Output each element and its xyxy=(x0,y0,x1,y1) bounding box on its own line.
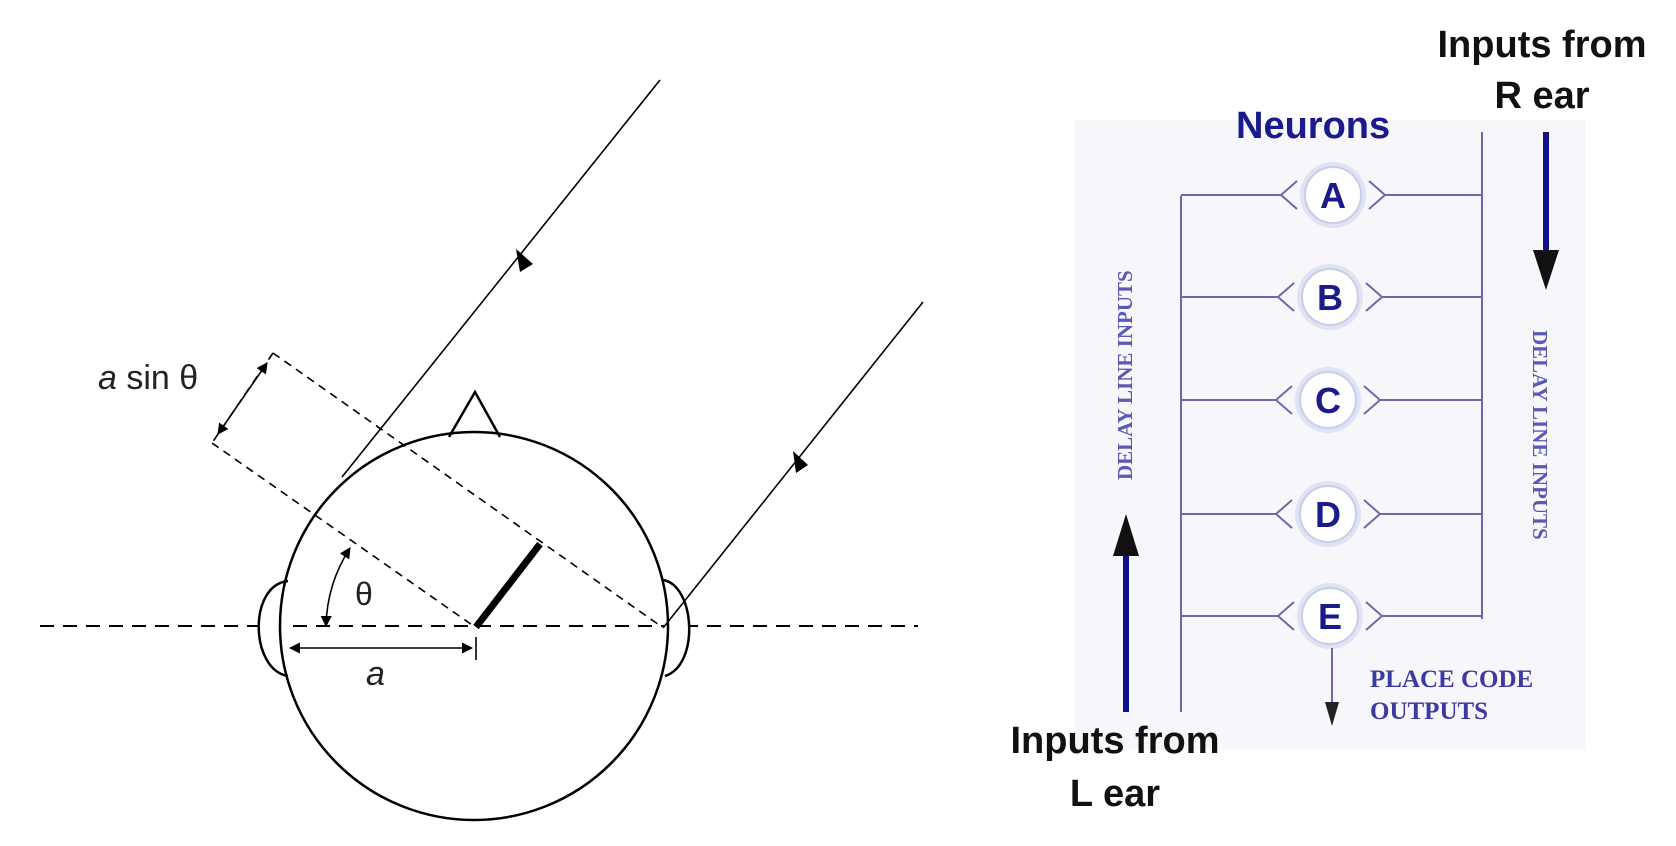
inputs-r-ear-line1: Inputs from xyxy=(1438,24,1647,66)
neuron-body xyxy=(1304,166,1362,224)
neuron-right-dendrite xyxy=(1365,601,1384,631)
theta-arc xyxy=(320,547,351,628)
place-code-output-arrowhead xyxy=(1325,702,1339,726)
neuron-left-dendrite xyxy=(1276,282,1295,312)
jeffress-model-figure: A B C D E DELAY LINE INPUTS DELAY LINE INPUT… xyxy=(1011,24,1647,815)
theta-label: θ xyxy=(355,576,373,612)
inputs-l-ear-line1: Inputs from xyxy=(1011,720,1220,762)
neuron-left-dendrite xyxy=(1274,385,1293,415)
sound-ray-right-arrowhead xyxy=(793,451,808,473)
sound-ray-left xyxy=(341,79,661,478)
neuron-label: A xyxy=(1320,175,1346,216)
inputs-r-ear-line2: R ear xyxy=(1494,75,1589,117)
delay-line-inputs-left-label: DELAY LINE INPUTS xyxy=(1113,270,1137,480)
neuron-group: A B C D E xyxy=(1181,162,1482,649)
neuron-body xyxy=(1301,268,1359,326)
neuron-right-dendrite xyxy=(1363,499,1382,529)
dashed-wavefront-top xyxy=(272,352,663,628)
neuron-label: D xyxy=(1315,494,1341,535)
neuron-label: B xyxy=(1317,277,1343,318)
neuron-label: C xyxy=(1315,380,1341,421)
sound-ray-left-arrowhead xyxy=(516,249,533,272)
head-circle xyxy=(278,430,670,822)
nose-shape xyxy=(447,389,502,438)
neuron-body xyxy=(1299,485,1357,543)
neuron-left-dendrite xyxy=(1279,180,1298,210)
neuron-left-dendrite xyxy=(1274,499,1293,529)
neuron-a: A xyxy=(1181,162,1482,228)
neuron-e: E xyxy=(1181,583,1482,649)
neuron-right-dendrite xyxy=(1368,180,1387,210)
outputs-label: OUTPUTS xyxy=(1370,698,1488,725)
right-ear-input-arrowhead xyxy=(1533,250,1559,290)
neuron-right-dendrite xyxy=(1365,282,1384,312)
left-ear-input-arrowhead xyxy=(1113,514,1139,556)
neurons-title: Neurons xyxy=(1236,105,1390,147)
dashed-wavefront-bottom xyxy=(211,442,476,628)
neuron-body xyxy=(1301,587,1359,645)
neuron-c: C xyxy=(1181,367,1482,433)
inputs-l-ear-line2: L ear xyxy=(1070,773,1160,815)
place-code-label: PLACE CODE xyxy=(1370,666,1533,693)
a-sin-theta-label: a sin θ xyxy=(98,359,198,397)
neuron-d: D xyxy=(1181,481,1482,547)
neuron-body xyxy=(1299,371,1357,429)
delay-line-inputs-right-label: DELAY LINE INPUTS xyxy=(1528,330,1552,540)
neuron-b: B xyxy=(1181,264,1482,330)
radius-line xyxy=(473,541,543,630)
sound-ray-right xyxy=(662,301,924,629)
a-sin-theta-arrow xyxy=(217,362,268,435)
neuron-left-dendrite xyxy=(1276,601,1295,631)
a-label: a xyxy=(366,655,385,693)
neuron-label: E xyxy=(1318,596,1342,637)
neuron-right-dendrite xyxy=(1363,385,1382,415)
head-geometry-figure: a sin θ θ a xyxy=(40,79,924,822)
